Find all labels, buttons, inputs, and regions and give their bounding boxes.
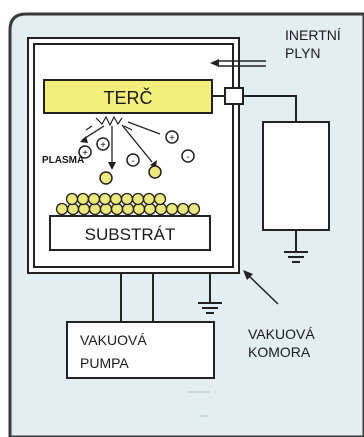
film-atom — [120, 192, 134, 206]
film-atom — [143, 202, 157, 216]
film-atom — [154, 202, 168, 216]
ground-icon — [284, 251, 308, 263]
film-atom — [65, 192, 79, 206]
film-atom — [87, 192, 101, 206]
film-atom — [55, 202, 69, 216]
chamber-pointer-arrowhead — [243, 270, 253, 280]
pump-label-line1: VAKUOVÁ — [80, 332, 147, 348]
film-atom — [99, 202, 113, 216]
film-atom — [131, 192, 145, 206]
power-circuit — [243, 95, 330, 252]
ion-sign: - — [131, 156, 134, 167]
film-atom — [121, 202, 135, 216]
chamber-ground-icon — [198, 273, 222, 314]
film-atom — [109, 192, 123, 206]
film-atom — [76, 192, 90, 206]
particle-trajectories — [81, 121, 161, 165]
ion-3: - — [126, 153, 140, 167]
film-atom — [165, 202, 179, 216]
pump-label-line2: PUMPA — [80, 355, 129, 371]
ion-4: + — [165, 130, 179, 144]
feedthrough-connector — [224, 87, 244, 105]
sputtered-atom — [148, 165, 162, 179]
ion-sign: + — [100, 140, 106, 151]
film-atom — [176, 202, 190, 216]
chamber-pointer — [247, 274, 279, 305]
vacuum-pump: VAKUOVÁ PUMPA — [66, 321, 215, 379]
film-atom — [132, 202, 146, 216]
ion-sign: - — [186, 152, 189, 163]
ion-2: + — [78, 145, 92, 159]
gas-inlet — [219, 55, 266, 72]
chamber-label-line2: KOMORA — [248, 344, 311, 360]
plasma-label: PLASMA — [42, 155, 84, 166]
film-atom — [142, 192, 156, 206]
substrate-label: SUBSTRÁT — [85, 225, 176, 244]
film-atom — [110, 202, 124, 216]
ion-sign: + — [169, 133, 175, 144]
sputter-splash — [85, 115, 133, 131]
film-atom — [88, 202, 102, 216]
film-atom — [77, 202, 91, 216]
pump-lines — [120, 273, 154, 322]
sputtered-atom — [99, 171, 113, 185]
deposited-film — [55, 192, 201, 216]
film-atom — [187, 202, 201, 216]
chamber-label-line1: VAKUOVÁ — [248, 326, 315, 342]
substrate: SUBSTRÁT — [49, 215, 211, 251]
gas-label-line2: PLYN — [285, 45, 321, 61]
film-atom — [153, 192, 167, 206]
film-atom — [66, 202, 80, 216]
film-atom — [98, 192, 112, 206]
ion-5: - — [181, 149, 195, 163]
ion-1: + — [96, 137, 110, 151]
target-label: TERČ — [104, 87, 153, 108]
gas-label-line1: INERTNÍ — [285, 27, 341, 43]
ion-sign: + — [82, 148, 88, 159]
target: TERČ — [43, 79, 213, 114]
gas-flow-arrow — [210, 59, 219, 67]
